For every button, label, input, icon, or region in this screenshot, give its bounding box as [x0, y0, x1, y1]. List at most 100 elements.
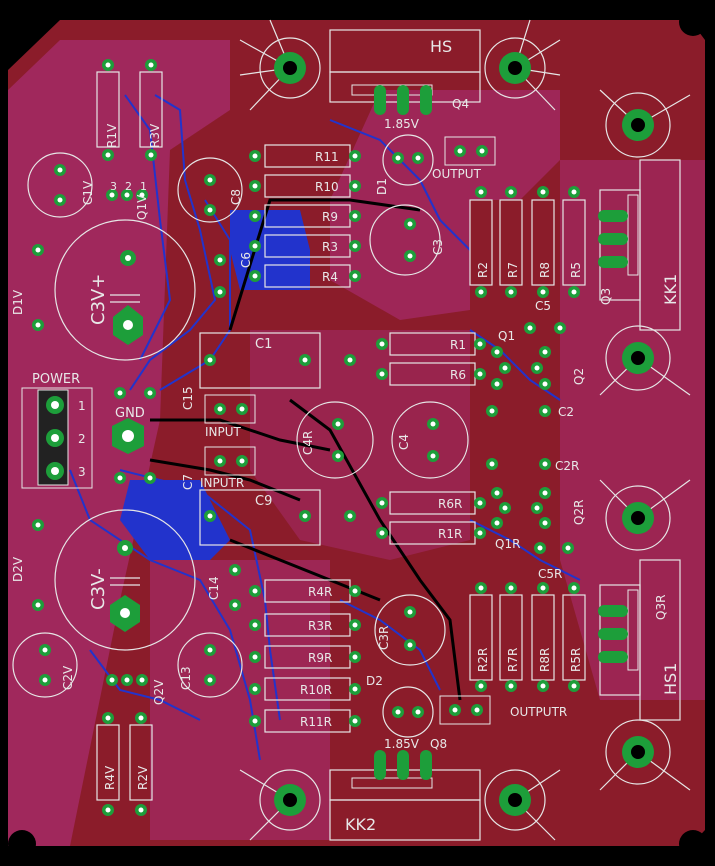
label-r7r: R7R [506, 648, 520, 672]
label-r10: R10 [315, 180, 339, 194]
label-inputr: INPUTR [200, 476, 244, 490]
label-q1v: Q1V [135, 194, 149, 220]
label-c14: C14 [207, 576, 221, 600]
power-transistor-q4 [351, 84, 433, 115]
label-c2r: C2R [555, 459, 579, 473]
label-r4: R4 [322, 270, 338, 284]
label-c2v: C2V [61, 665, 75, 690]
label-input: INPUT [205, 425, 242, 439]
mounting-pads [8, 8, 707, 858]
small-caps [12, 134, 469, 738]
label-qv-pin3: 3 [110, 180, 117, 193]
label-c4: C4 [397, 434, 411, 450]
label-qv-pin1: 1 [140, 180, 147, 193]
label-c4r: C4R [301, 431, 315, 455]
blue-fill-upper [230, 210, 310, 290]
outputr-connector [439, 695, 491, 725]
power-transistor-q8 [351, 750, 433, 789]
power-transistor-q3 [598, 194, 639, 276]
label-d2: D2 [366, 674, 383, 688]
label-c6: C6 [239, 252, 253, 268]
label-c3: C3 [431, 239, 445, 255]
label-r6: R6 [450, 368, 466, 382]
label-hs1: HS1 [661, 663, 680, 695]
label-r8r: R8R [538, 648, 552, 672]
label-c13: C13 [179, 666, 193, 690]
label-c2: C2 [558, 405, 574, 419]
blue-fill-lower [120, 480, 230, 560]
label-r1v: R1V [105, 123, 119, 148]
label-qv-pin2: 2 [125, 180, 132, 193]
output-connector [444, 136, 496, 166]
label-hs: HS [430, 37, 452, 56]
label-c5r: C5R [538, 567, 562, 581]
label-d1: D1 [375, 178, 389, 195]
label-q2: Q2 [572, 368, 586, 385]
label-q4: Q4 [452, 97, 469, 111]
label-gnd: GND [115, 406, 145, 421]
label-outputr: OUTPUTR [510, 705, 567, 719]
gnd-pad [112, 418, 144, 454]
label-kk1: KK1 [661, 274, 680, 305]
label-c5: C5 [535, 299, 551, 313]
label-q3r: Q3R [654, 595, 668, 620]
label-c3v-minus: C3V- [88, 568, 109, 610]
silk-labels: HS KK2 KK1 HS1 POWER GND INPUT INPUTR OU… [11, 37, 680, 834]
label-c7: C7 [181, 474, 195, 490]
black-traces [149, 198, 462, 701]
input-connector [204, 394, 256, 424]
label-185-bot: 1.85V [384, 737, 420, 751]
label-q2v: Q2V [152, 679, 166, 705]
label-r8: R8 [538, 262, 552, 278]
heatsink-hs1 [599, 479, 691, 791]
label-c9: C9 [255, 494, 272, 509]
label-pin2: 2 [78, 432, 86, 446]
label-c1v: C1V [81, 180, 95, 205]
power-transistor-q3r [598, 589, 639, 671]
label-r3r: R3R [308, 619, 332, 633]
label-q2r: Q2R [572, 500, 586, 525]
label-r9: R9 [322, 210, 338, 224]
label-c1: C1 [255, 337, 272, 352]
c3v-plus-neg-pad [113, 305, 143, 345]
label-pin1: 1 [78, 399, 86, 413]
cap-c3v-minus [54, 509, 196, 651]
label-r1r: R1R [438, 527, 462, 541]
label-output: OUTPUT [432, 167, 482, 181]
label-r6r: R6R [438, 497, 462, 511]
label-r10r: R10R [300, 683, 332, 697]
label-q1r: Q1R [495, 537, 520, 551]
label-r5: R5 [569, 262, 583, 278]
label-power: POWER [32, 372, 80, 387]
label-r7: R7 [506, 262, 520, 278]
label-kk2: KK2 [345, 815, 376, 834]
label-r3: R3 [322, 240, 338, 254]
label-q1: Q1 [498, 329, 515, 343]
cap-c3v-plus [54, 219, 196, 361]
power-connector [21, 387, 93, 489]
substrate-region-right [560, 160, 705, 700]
label-r5r: R5R [569, 648, 583, 672]
label-r11r: R11R [300, 715, 332, 729]
label-c3v-plus: C3V+ [88, 274, 109, 325]
inputr-connector [204, 446, 256, 476]
label-185-top: 1.85V [384, 117, 420, 131]
label-q8: Q8 [430, 737, 447, 751]
label-d1v: D1V [11, 289, 25, 315]
label-r9r: R9R [308, 651, 332, 665]
label-r2: R2 [476, 262, 490, 278]
label-c15: C15 [181, 386, 195, 410]
label-r4r: R4R [308, 585, 332, 599]
label-c3r: C3R [377, 626, 391, 650]
label-r2v: R2V [136, 765, 150, 790]
label-r2r: R2R [476, 648, 490, 672]
label-r1: R1 [450, 338, 466, 352]
label-c8: C8 [229, 189, 243, 205]
label-q3: Q3 [599, 288, 613, 305]
label-r3v: R3V [148, 123, 162, 148]
label-r4v: R4V [103, 765, 117, 790]
label-pin3: 3 [78, 465, 86, 479]
c3v-minus-neg-pad [110, 595, 140, 632]
label-d2v: D2V [11, 556, 25, 582]
